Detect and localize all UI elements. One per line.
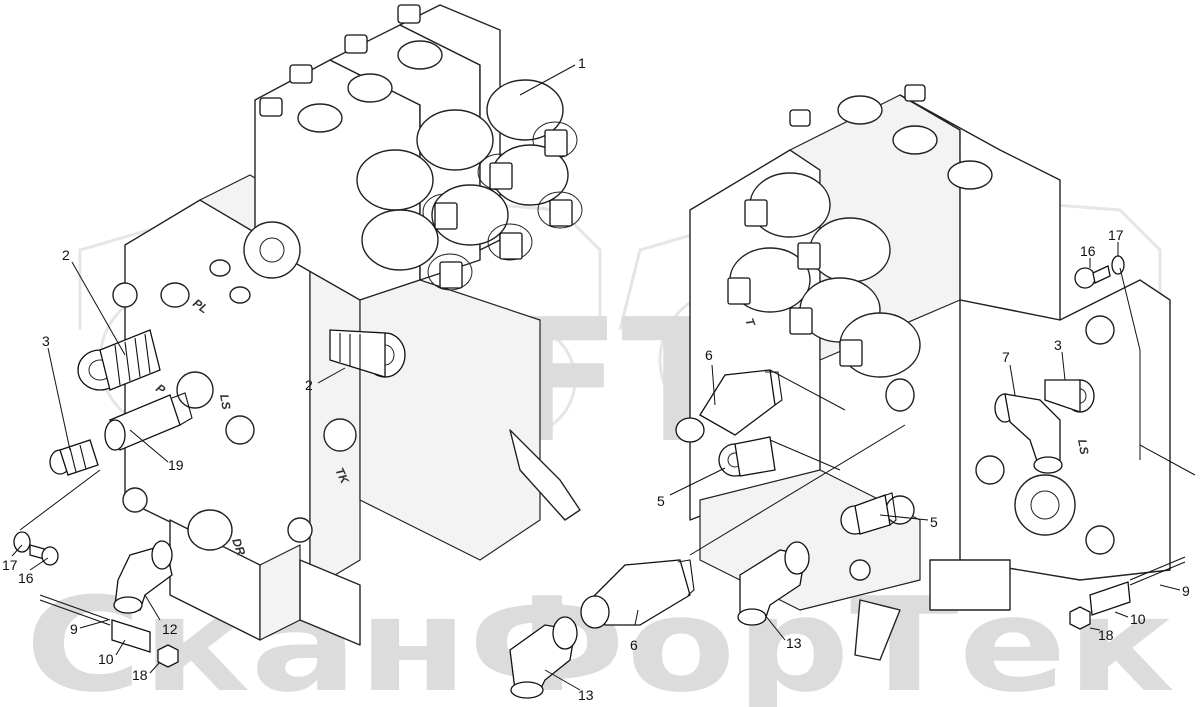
callout-17-right: 17 (1108, 227, 1124, 243)
valve-caps-right (789, 84, 993, 190)
fitting-13-lower (509, 616, 578, 699)
fitting-5-upper (718, 436, 776, 477)
callout-10-right: 10 (1130, 611, 1146, 627)
fitting-3-right (1044, 379, 1095, 413)
port-label-dr: DR (229, 536, 248, 557)
callout-1: 1 (578, 55, 586, 71)
callout-9-right: 9 (1182, 583, 1190, 599)
fitting-19 (104, 392, 193, 451)
assembly-lines (19, 267, 1196, 556)
nut-18-left (157, 644, 179, 668)
nut-18-right (1069, 606, 1091, 630)
callout-13-upper: 13 (786, 635, 802, 651)
fitting-2-left (77, 329, 161, 391)
callout-5-lower: 5 (930, 514, 938, 530)
port-label-ls: LS (217, 393, 233, 411)
callout-2-left: 2 (62, 247, 70, 263)
stud-9-left (39, 594, 111, 626)
callout-5-upper: 5 (657, 493, 665, 509)
callout-6-upper: 6 (705, 347, 713, 363)
spacer-10-left (111, 619, 151, 653)
bolt-16-left (29, 544, 59, 566)
left-valve-assembly: PL LS P TK DR (13, 4, 583, 668)
fitting-6-upper (675, 369, 783, 443)
callout-17-left: 17 (2, 557, 18, 573)
callout-19: 19 (168, 457, 184, 473)
solenoid-coils (356, 79, 583, 291)
solenoid-coils-right (727, 172, 921, 378)
callout-16-right: 16 (1080, 243, 1096, 259)
washer-17-left (13, 531, 31, 553)
callout-13-lower: 13 (578, 687, 594, 703)
callout-16-left: 16 (18, 570, 34, 586)
callout-3-right: 3 (1054, 337, 1062, 353)
fitting-2-middle (329, 329, 406, 378)
callout-7: 7 (1002, 349, 1010, 365)
callouts: 1 2 2 3 19 17 16 9 10 18 12 6 5 13 6 13 (2, 55, 1190, 703)
callout-6-lower: 6 (630, 637, 638, 653)
callout-3-left: 3 (42, 333, 50, 349)
right-valve-assembly: LS T (509, 84, 1186, 699)
fitting-3-left (49, 439, 99, 476)
callout-2-middle: 2 (305, 377, 313, 393)
valve-caps (259, 4, 443, 133)
callout-12: 12 (162, 621, 178, 637)
washer-17-right (1111, 255, 1125, 275)
fitting-6-lower (580, 559, 695, 629)
bolt-16-right (1074, 265, 1111, 289)
fitting-5-lower (840, 492, 897, 535)
lever-left (509, 429, 581, 521)
spacer-10-right (1089, 581, 1131, 616)
port-label-ls-right: LS (1075, 438, 1091, 456)
block-ports (112, 221, 357, 551)
callout-18-left: 18 (132, 667, 148, 683)
lever-right (854, 599, 901, 661)
callout-9-left: 9 (70, 621, 78, 637)
callout-10-left: 10 (98, 651, 114, 667)
fitting-7 (994, 393, 1063, 474)
callout-18-right: 18 (1098, 627, 1114, 643)
fitting-12-elbow (113, 540, 173, 614)
port-label-tk: TK (332, 465, 352, 487)
stud-9-right (1129, 556, 1186, 586)
block-ports-right (849, 315, 1115, 581)
